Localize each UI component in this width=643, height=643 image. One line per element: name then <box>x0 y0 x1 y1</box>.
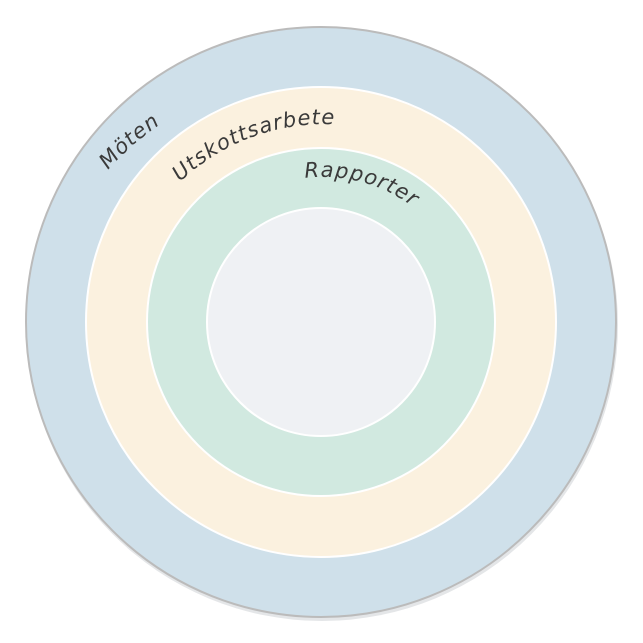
center-circle <box>206 207 436 437</box>
